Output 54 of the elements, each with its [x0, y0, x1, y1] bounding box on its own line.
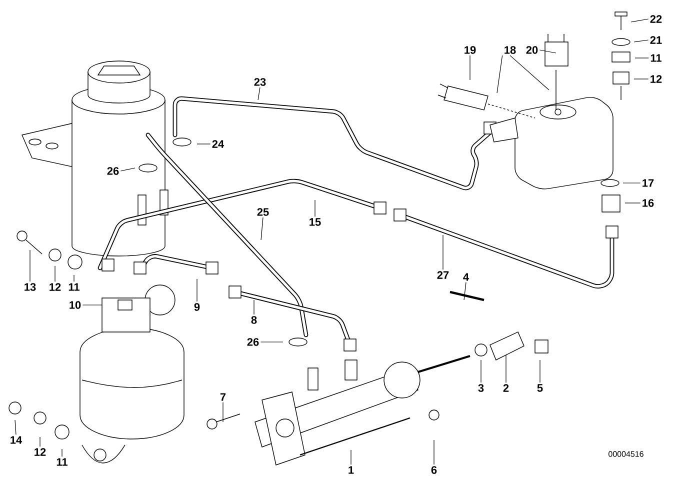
leader-line — [634, 78, 649, 80]
callout-number: 11 — [56, 458, 68, 466]
callout-number: 6 — [431, 466, 437, 474]
leader-line — [82, 304, 102, 306]
callout-number: 17 — [642, 179, 654, 187]
drawing-number: 00004516 — [608, 451, 644, 457]
callout-number: 23 — [254, 78, 266, 86]
callout-number: 26 — [107, 167, 119, 175]
callout-number: 25 — [257, 208, 269, 216]
callout-number: 22 — [650, 15, 662, 23]
callout-number: 10 — [70, 301, 81, 309]
callout-number: 18 — [504, 46, 516, 54]
leader-line — [314, 200, 316, 217]
callout-number: 27 — [437, 271, 449, 279]
callout-number: 16 — [642, 199, 654, 207]
callout-number: 8 — [251, 316, 257, 324]
callout-number: 7 — [220, 393, 226, 401]
leader-line — [442, 234, 444, 270]
callout-number: 2 — [503, 384, 509, 392]
callout-number: 5 — [537, 384, 543, 392]
callout-number: 15 — [310, 218, 321, 226]
leader-line — [196, 278, 198, 302]
leader-line — [630, 18, 649, 22]
callout-number: 14 — [10, 436, 22, 444]
leader-line — [624, 202, 641, 204]
leader-line — [14, 420, 16, 435]
leader-line — [539, 50, 556, 54]
callout-number: 20 — [526, 46, 538, 54]
callout-number: 9 — [194, 303, 200, 311]
callout-number: 19 — [464, 46, 476, 54]
leader-line — [496, 55, 503, 94]
leader-line — [622, 182, 641, 184]
leader-line — [464, 282, 466, 300]
leader-line — [54, 266, 56, 282]
callout-number: 3 — [478, 384, 484, 392]
leader-line — [480, 360, 482, 383]
leader-line — [260, 217, 264, 240]
callout-number: 12 — [50, 283, 61, 291]
leader-line — [634, 40, 649, 42]
callout-number: 11 — [650, 54, 662, 62]
callout-number: 11 — [68, 283, 80, 291]
callout-number: 12 — [650, 75, 662, 83]
callout-number: 26 — [247, 338, 259, 346]
leader-line — [510, 55, 550, 90]
leader-line — [120, 168, 136, 172]
leader-line — [222, 402, 224, 422]
leader-line — [258, 87, 260, 100]
callout-number: 13 — [24, 283, 36, 291]
callout-number: 24 — [212, 140, 224, 148]
callout-number: 1 — [348, 466, 354, 474]
callout-number: 12 — [34, 448, 46, 456]
callout-number: 4 — [463, 273, 469, 281]
callout-number: 21 — [650, 36, 662, 44]
leader-line — [350, 450, 352, 465]
